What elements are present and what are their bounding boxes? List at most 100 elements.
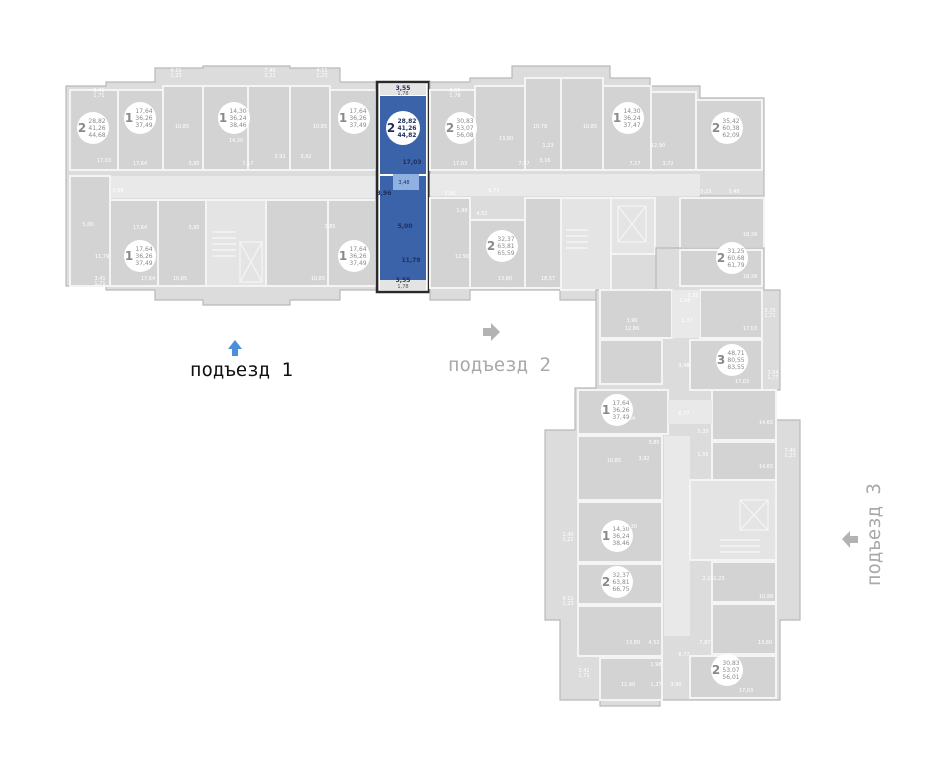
room-area-label: 1,23 (562, 601, 573, 607)
stairs-2 (566, 205, 647, 249)
room-area-label: 2,22 (562, 537, 573, 543)
room (577, 605, 663, 657)
room-area-label: 6,77 (488, 188, 499, 194)
room (247, 85, 291, 171)
room-area-label: 10,85 (607, 458, 621, 464)
label-balcony-top-2: 1,78 (397, 91, 408, 97)
apartment-rooms: 1 (219, 111, 227, 125)
room-area-label: 3,92 (274, 154, 285, 160)
label-balcony-top: 3,55 (396, 85, 411, 92)
apartment-badge-circle (486, 230, 518, 262)
apartment-area: 37,49 (135, 260, 152, 267)
apartment-area: 60,38 (722, 125, 739, 132)
room-area-label: 4,52 (648, 640, 659, 646)
apartment-area: 66,75 (612, 586, 629, 593)
apartment-badge-circle (124, 102, 156, 134)
apartment-badge-circle (711, 654, 743, 686)
label-hall: 3,96 (377, 190, 392, 197)
apartment-area: 41,26 (88, 125, 105, 132)
apartment-badge-circle (711, 112, 743, 144)
room-area-label: 17,03 (743, 326, 757, 332)
apartment-rooms: 1 (125, 249, 133, 263)
apartment-badge-circle (218, 102, 250, 134)
room (429, 197, 471, 289)
apartment-area: 36,24 (612, 533, 629, 540)
room-area-label: 5,39 (697, 429, 708, 435)
entrance-3[interactable]: подъезд 3 (842, 483, 885, 586)
selected-room-kitchen (380, 176, 426, 280)
room-area-label: 3,16 (539, 158, 550, 164)
room-area-label: 1,98 (679, 298, 690, 304)
room (162, 85, 204, 171)
apartment-rooms: 2 (712, 121, 720, 135)
room-area-label: 4,52 (476, 211, 487, 217)
room-area-label: 1,23 (170, 73, 181, 79)
apartment-badge-circle (601, 566, 633, 598)
room (524, 197, 562, 289)
entrance-1[interactable]: подъезд 1 (190, 340, 293, 381)
room-area-label: 2,16 (702, 576, 713, 582)
room (679, 197, 765, 249)
room-area-label: 13,80 (626, 640, 640, 646)
selected-apartment-badge (386, 111, 420, 145)
entrance-2[interactable]: подъезд 2 (448, 323, 551, 376)
arrow-left-icon (842, 531, 858, 548)
room (265, 199, 329, 287)
stairwell (689, 479, 777, 561)
apartment-area: 63,81 (612, 579, 629, 586)
corridor (664, 436, 690, 636)
room-area-label: 3,90 (626, 318, 637, 324)
apartment-badge-circle (601, 394, 633, 426)
apartment-rooms: 1 (602, 403, 610, 417)
room-area-label: 1,23 (316, 73, 327, 79)
apartment-rooms: 1 (125, 111, 133, 125)
apartment-area: 83,55 (727, 364, 744, 371)
room-area-label: 5,00 (82, 222, 93, 228)
apartment-area: 44,68 (88, 132, 105, 139)
stairs-1 (212, 231, 263, 283)
apartment-area: 38,46 (229, 122, 246, 129)
apartment-rooms: 2 (78, 121, 86, 135)
apartment-area: 36,26 (612, 407, 629, 414)
room-area-label: 1,71 (578, 673, 589, 679)
arrow-right-icon (483, 323, 500, 341)
apartment-area: 36,26 (135, 253, 152, 260)
room-area-label: 1,23 (784, 453, 795, 459)
room-area-label: 10,85 (175, 124, 189, 130)
selected-apartment[interactable]: 2 28,82 41,26 44,82 3,55 1,78 17,03 3,48… (375, 80, 431, 294)
room (474, 85, 526, 171)
apartment-rooms: 2 (717, 251, 725, 265)
room-area-label: 5,35 (687, 293, 698, 299)
selected-balcony-top (380, 84, 426, 95)
room-area-label: 10,85 (173, 276, 187, 282)
room-area-label: 4,11 (562, 596, 573, 602)
room-area-label: 5,23 (700, 189, 711, 195)
room-area-label: 1,55 (697, 452, 708, 458)
apartment-area: 36,26 (135, 115, 152, 122)
apartment-area: 37,49 (612, 414, 629, 421)
room-area-label: 3,92 (638, 456, 649, 462)
room (524, 77, 562, 171)
apartment-area: 37,47 (623, 122, 640, 129)
apartment-badge-circle (716, 344, 748, 376)
room-area-label: 10,98 (759, 594, 773, 600)
room-area-label: 17,03 (735, 379, 749, 385)
room-area-label: 1,71 (764, 313, 775, 319)
